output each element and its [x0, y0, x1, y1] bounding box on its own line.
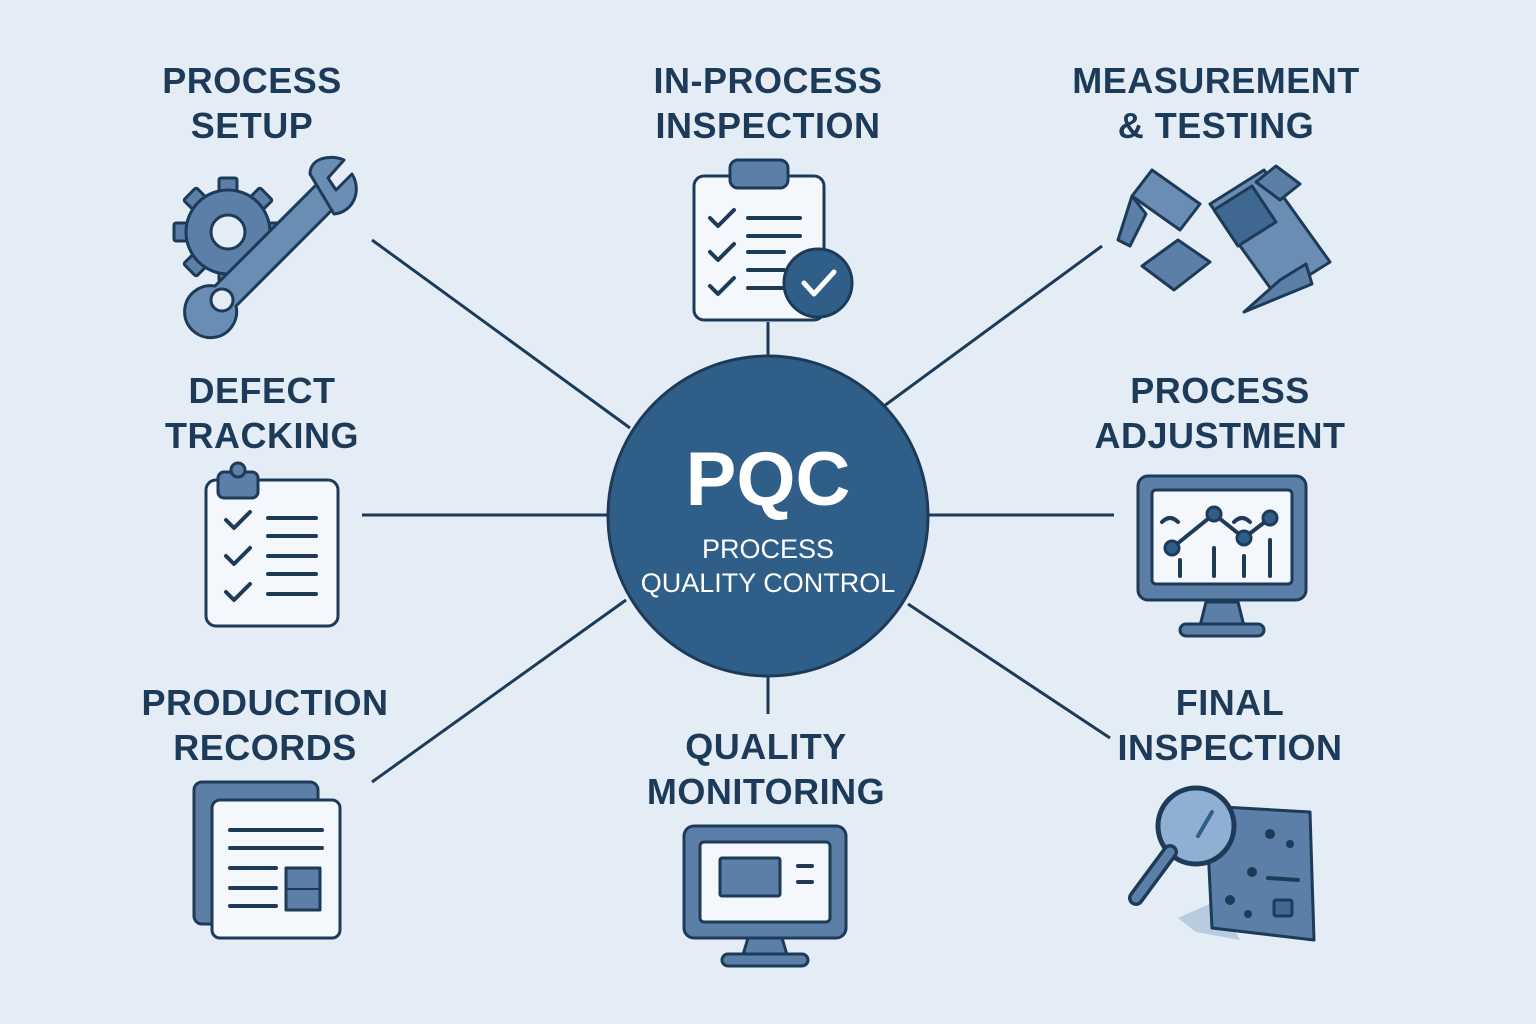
- node-label-line1: PROCESS: [1130, 370, 1310, 411]
- caliper-icon: [1116, 164, 1332, 314]
- node-label-in-process-inspection: IN-PROCESS INSPECTION: [608, 58, 928, 148]
- node-label-process-adjustment: PROCESS ADJUSTMENT: [1070, 368, 1370, 458]
- monitor-chart-icon: [1136, 474, 1308, 638]
- hub-subtitle: PROCESS QUALITY CONTROL: [608, 532, 928, 600]
- checklist-icon: [204, 461, 340, 628]
- hub-circle: [606, 354, 930, 678]
- gear-wrench-icon: [172, 155, 358, 340]
- node-label-process-setup: PROCESS SETUP: [132, 58, 372, 148]
- connector-production-records: [371, 598, 627, 784]
- node-label-defect-tracking: DEFECT TRACKING: [132, 368, 392, 458]
- node-label-line2: INSPECTION: [1117, 727, 1343, 768]
- node-label-final-inspection: FINAL INSPECTION: [1080, 680, 1380, 770]
- node-label-quality-monitoring: QUALITY MONITORING: [616, 724, 916, 814]
- documents-icon: [192, 780, 342, 940]
- connector-measurement-testing: [883, 244, 1103, 408]
- node-label-line2: MONITORING: [646, 771, 886, 812]
- node-label-line1: MEASUREMENT: [1072, 60, 1360, 101]
- node-label-line1: FINAL: [1175, 682, 1285, 723]
- connector-final-inspection: [907, 602, 1111, 740]
- clipboard-check-icon: [692, 158, 854, 322]
- node-label-line1: IN-PROCESS: [653, 60, 883, 101]
- node-label-line2: INSPECTION: [655, 105, 881, 146]
- magnifier-panel-icon: [1128, 785, 1316, 942]
- hub-subtitle-line2: QUALITY CONTROL: [640, 568, 896, 598]
- node-label-production-records: PRODUCTION RECORDS: [120, 680, 410, 770]
- node-label-line1: PROCESS: [162, 60, 342, 101]
- node-label-line2: & TESTING: [1117, 105, 1315, 146]
- monitor-icon: [682, 824, 848, 968]
- node-label-line1: PRODUCTION: [141, 682, 389, 723]
- node-label-measurement-testing: MEASUREMENT & TESTING: [1056, 58, 1376, 148]
- node-label-line1: DEFECT: [188, 370, 336, 411]
- node-label-line2: RECORDS: [173, 727, 357, 768]
- hub-subtitle-line1: PROCESS: [701, 534, 835, 564]
- connector-lines: [362, 238, 1114, 784]
- node-label-line2: ADJUSTMENT: [1094, 415, 1346, 456]
- connector-process-setup: [371, 238, 631, 430]
- node-label-line1: QUALITY: [685, 726, 847, 767]
- node-label-line2: TRACKING: [165, 415, 359, 456]
- node-label-line2: SETUP: [190, 105, 314, 146]
- hub-title: PQC: [685, 437, 851, 522]
